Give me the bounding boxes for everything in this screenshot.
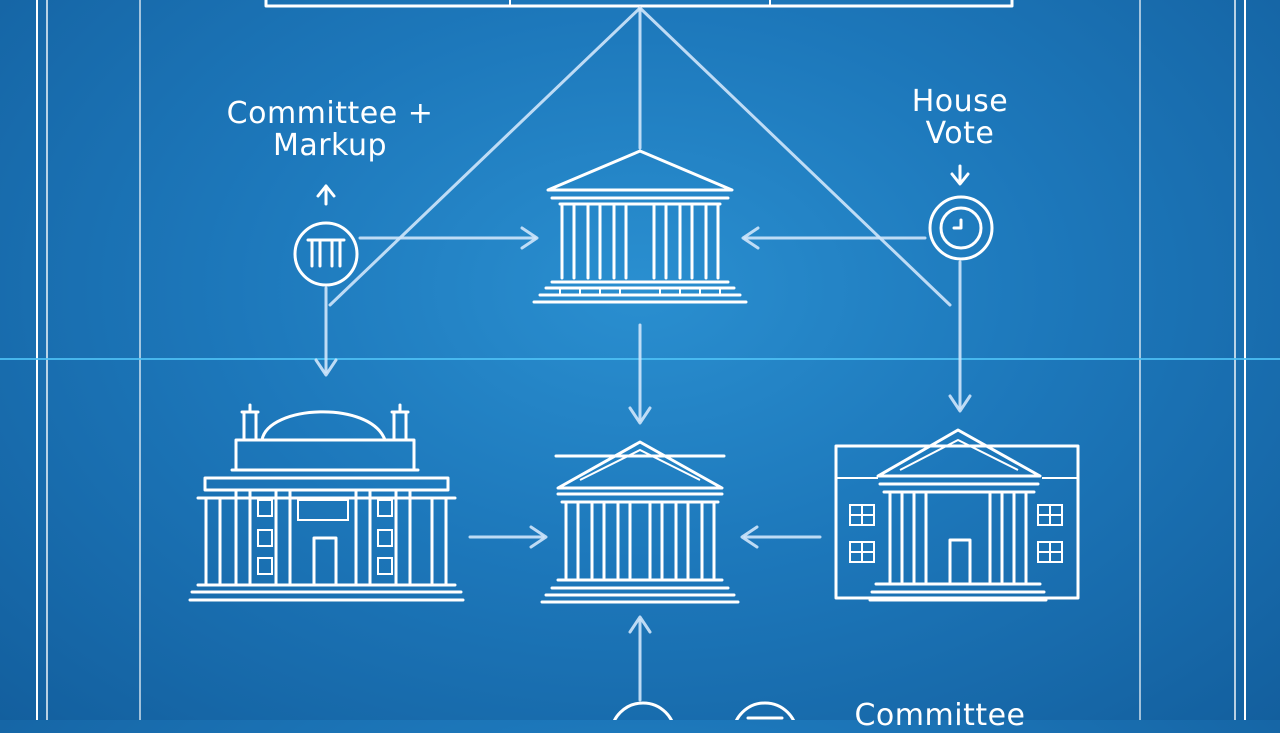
committee-markup-label: Committee + Markup [205, 98, 455, 162]
committee-markup-line-1: Committee + [226, 96, 434, 131]
hierarchy-lines [328, 6, 952, 307]
domed-building-left [188, 403, 465, 602]
bottom-committee-label: Committee [815, 700, 1065, 732]
flow-arrows [314, 226, 972, 702]
house-vote-line-2: Vote [925, 116, 995, 151]
temple-building-center [540, 440, 740, 604]
circle-node-icon [613, 701, 673, 720]
bottom-committee-text: Committee [854, 698, 1026, 733]
committee-markup-line-2: Markup [272, 128, 388, 163]
house-vote-line-1: House [911, 84, 1009, 119]
house-building-right [834, 428, 1080, 602]
clock-icon [928, 164, 994, 261]
columns-icon [293, 184, 359, 287]
capitol-building-top [532, 149, 748, 304]
house-vote-label: House Vote [880, 86, 1040, 150]
document-circle-icon [735, 701, 795, 720]
